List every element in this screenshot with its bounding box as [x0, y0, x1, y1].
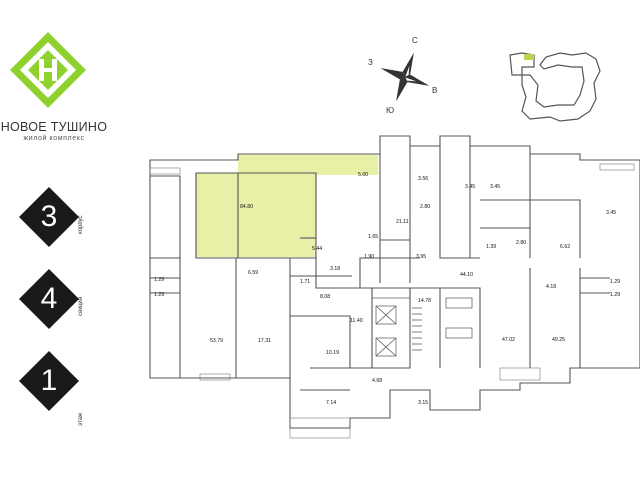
- diamond-icon: [19, 351, 79, 411]
- room-area-21-11: 21.11: [396, 219, 409, 225]
- room-area-1-90: 1.90: [364, 254, 374, 260]
- selected-section-marker: [524, 54, 534, 60]
- room-area-1-39: 1.39: [486, 244, 496, 250]
- compass-north: С: [412, 36, 418, 45]
- room-area-10-19: 10.19: [326, 350, 339, 356]
- room-area-44-10: 44.10: [460, 272, 473, 278]
- diamond-icon: [19, 187, 79, 247]
- highlighted-unit: [196, 173, 316, 257]
- room-area-3-56: 3.56: [418, 176, 428, 182]
- complex-minimap: [509, 52, 601, 122]
- room-area-3-95: 3.95: [416, 254, 426, 260]
- room-area-49-25: 49.25: [552, 337, 565, 343]
- room-area-5-00: 5.00: [358, 172, 368, 178]
- brand-logo-icon: [10, 32, 86, 108]
- floor-badge: 1 этаж: [18, 350, 84, 426]
- room-area-6-62: 6.62: [560, 244, 570, 250]
- room-area-53-79: 53.79: [210, 338, 223, 344]
- brand-title: НОВОЕ ТУШИНО: [0, 120, 108, 134]
- room-area-17-31: 17.31: [258, 338, 271, 344]
- brand-subtitle: жилой комплекс: [23, 135, 85, 142]
- room-area-8-08: 8.08: [320, 294, 330, 300]
- compass-east: В: [432, 86, 437, 95]
- floor-plan: 84.80 5.00 5.44 1.65 1.90 21.11 3.56 2.8…: [149, 135, 640, 439]
- room-area-1-29-a: 1.29: [154, 277, 164, 283]
- room-area-1-29-b: 1.29: [154, 292, 164, 298]
- room-area-2-80-b: 2.80: [516, 240, 526, 246]
- room-area-1-71: 1.71: [300, 279, 310, 285]
- compass-south: Ю: [386, 106, 394, 115]
- room-area-84-80: 84.80: [240, 204, 253, 210]
- floor-number: 1: [40, 364, 58, 397]
- section-caption: секция: [78, 297, 84, 316]
- building-badge: 3 корпус: [18, 186, 84, 248]
- room-area-3-45-c: 3.45: [606, 210, 616, 216]
- room-area-5-44: 5.44: [312, 246, 322, 252]
- building-caption: корпус: [78, 215, 84, 234]
- section-badge: 4 секция: [18, 268, 84, 330]
- room-area-47-02: 47.02: [502, 337, 515, 343]
- room-area-4-18: 4.18: [546, 284, 556, 290]
- compass-rose-icon: С З В Ю: [368, 36, 437, 115]
- room-area-7-14: 7.14: [326, 400, 336, 406]
- room-area-6-59: 6.59: [248, 270, 258, 276]
- compass-west: З: [368, 58, 373, 67]
- room-area-1-65: 1.65: [368, 234, 378, 240]
- room-area-1-29-d: 1.29: [610, 292, 620, 298]
- room-area-3-45-a: 3.45: [465, 184, 475, 190]
- room-area-3-18: 3.18: [330, 266, 340, 272]
- room-area-3-15: 3.15: [418, 400, 428, 406]
- section-number: 4: [40, 282, 58, 315]
- room-area-11-40: 11.40: [350, 318, 363, 324]
- highlighted-unit-top: [238, 155, 378, 175]
- room-area-14-78: 14.78: [418, 298, 431, 304]
- diamond-icon: [19, 269, 79, 329]
- floor-caption: этаж: [78, 413, 84, 426]
- room-area-4-68: 4.68: [372, 378, 382, 384]
- room-area-1-29-c: 1.29: [610, 279, 620, 285]
- building-number: 3: [40, 200, 58, 233]
- room-area-2-80: 2.80: [420, 204, 430, 210]
- room-area-3-45-b: 3.45: [490, 184, 500, 190]
